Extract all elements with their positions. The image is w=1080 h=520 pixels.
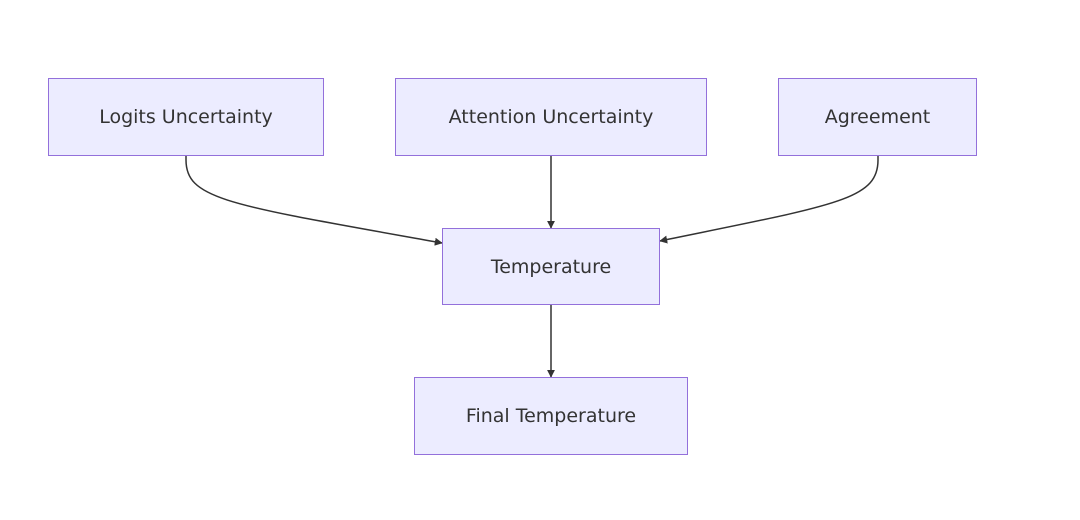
node-label: Logits Uncertainty bbox=[99, 106, 273, 128]
edge-logits-to-temperature bbox=[185, 156, 443, 246]
node-label: Final Temperature bbox=[465, 405, 637, 427]
node-label: Attention Uncertainty bbox=[448, 106, 654, 128]
node-logits-uncertainty: Logits Uncertainty bbox=[48, 78, 324, 156]
node-temperature: Temperature bbox=[442, 228, 660, 305]
node-attention-uncertainty: Attention Uncertainty bbox=[395, 78, 707, 156]
node-final-temperature: Final Temperature bbox=[414, 377, 688, 455]
edge-agreement-to-temperature bbox=[659, 156, 879, 244]
node-label: Agreement bbox=[824, 106, 931, 128]
node-agreement: Agreement bbox=[778, 78, 977, 156]
node-label: Temperature bbox=[490, 255, 612, 278]
